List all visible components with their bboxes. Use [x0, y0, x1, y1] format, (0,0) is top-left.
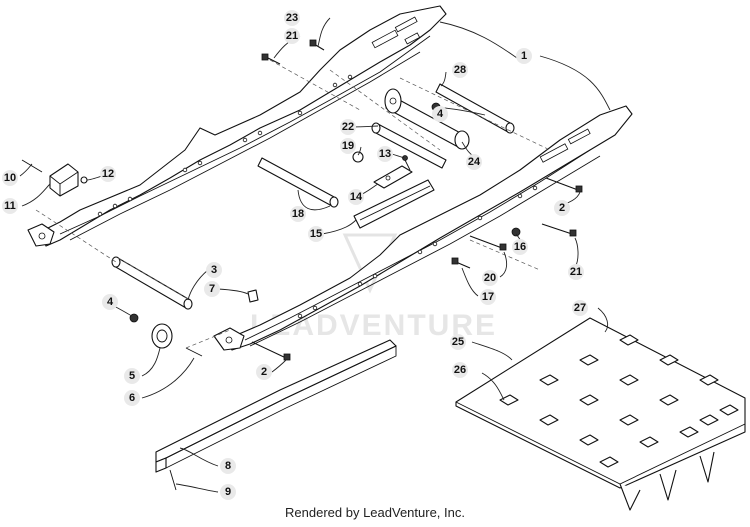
part-6-bolt — [185, 347, 203, 357]
callout-19: 19 — [340, 138, 356, 154]
callout-number: 13 — [379, 148, 391, 160]
callout-15: 15 — [308, 226, 324, 242]
callout-number: 10 — [4, 172, 16, 184]
callout-28: 28 — [452, 62, 468, 78]
part-5-wheel — [151, 323, 173, 349]
part-15-plate — [353, 179, 435, 229]
footer-credit: Rendered by LeadVenture, Inc. — [285, 505, 465, 520]
callout-number: 24 — [468, 156, 481, 168]
callout-5: 5 — [124, 368, 140, 384]
part-10-pin — [21, 159, 43, 173]
alignment-lines — [35, 59, 551, 349]
callout-number: 1 — [521, 50, 527, 62]
callout-3: 3 — [206, 262, 222, 278]
callout-6: 6 — [124, 390, 140, 406]
callout-number: 18 — [292, 208, 304, 220]
callout-number: 4 — [107, 296, 114, 308]
callout-20: 20 — [482, 270, 498, 286]
callout-number: 14 — [350, 191, 363, 203]
callout-number: 4 — [437, 108, 444, 120]
fasteners — [251, 39, 583, 361]
callout-number: 5 — [129, 370, 135, 382]
callout-8: 8 — [220, 458, 236, 474]
callout-number: 20 — [484, 272, 496, 284]
callout-number: 2 — [559, 202, 565, 214]
part-9-screw — [169, 469, 177, 491]
callout-22: 22 — [340, 119, 356, 135]
part-14-bracket — [373, 165, 413, 189]
part-11-block — [49, 163, 79, 197]
callout-number: 16 — [514, 241, 526, 253]
callout-2: 2 — [256, 364, 272, 380]
callout-26: 26 — [452, 362, 468, 378]
callout-16: 16 — [512, 239, 528, 255]
callout-number: 27 — [574, 302, 586, 314]
callout-number: 22 — [342, 121, 354, 133]
part-19-nut — [352, 151, 364, 163]
part-28-shaft — [435, 83, 515, 134]
leader-lines — [19, 17, 611, 493]
callout-21: 21 — [284, 28, 300, 44]
callout-number: 23 — [286, 12, 298, 24]
callout-2: 2 — [554, 200, 570, 216]
part-12-washer — [80, 176, 88, 184]
callout-17: 17 — [480, 289, 496, 305]
callout-10: 10 — [2, 170, 18, 186]
callout-12: 12 — [100, 166, 116, 182]
callout-number: 9 — [225, 486, 231, 498]
callout-1: 1 — [516, 48, 532, 64]
callout-11: 11 — [2, 198, 18, 214]
part-3-shaft — [111, 256, 193, 310]
callout-21: 21 — [568, 264, 584, 280]
callout-number: 7 — [209, 283, 215, 295]
callout-4: 4 — [432, 106, 448, 122]
callout-number: 26 — [454, 364, 466, 376]
callout-number: 17 — [482, 291, 494, 303]
callout-7: 7 — [204, 281, 220, 297]
callout-number: 2 — [261, 366, 267, 378]
part-18-shaft — [257, 157, 339, 208]
part-13-bolt — [404, 159, 411, 171]
callout-number: 25 — [452, 336, 464, 348]
callout-18: 18 — [290, 206, 306, 222]
callout-number: 28 — [454, 64, 466, 76]
part-25-track — [455, 317, 746, 511]
callout-27: 27 — [572, 300, 588, 316]
part-22-shaft — [371, 122, 447, 169]
callout-4: 4 — [102, 294, 118, 310]
part-24-hub — [384, 88, 470, 150]
callout-number: 19 — [342, 140, 354, 152]
callout-23: 23 — [284, 10, 300, 26]
callout-14: 14 — [348, 189, 364, 205]
part-7-nut — [247, 289, 259, 303]
callouts: 1223445678910111213141516171819202121222… — [2, 10, 588, 500]
callout-number: 21 — [570, 266, 582, 278]
callout-number: 15 — [310, 228, 322, 240]
rear-slide-rail — [27, 5, 447, 247]
callout-24: 24 — [466, 154, 482, 170]
callout-number: 21 — [286, 30, 298, 42]
callout-number: 12 — [102, 168, 114, 180]
callout-number: 11 — [4, 200, 16, 212]
part-8-wear-strip — [155, 339, 397, 473]
callout-number: 8 — [225, 460, 231, 472]
callout-13: 13 — [377, 146, 393, 162]
callout-number: 6 — [129, 392, 135, 404]
callout-number: 3 — [211, 264, 217, 276]
callout-25: 25 — [450, 334, 466, 350]
callout-9: 9 — [220, 484, 236, 500]
